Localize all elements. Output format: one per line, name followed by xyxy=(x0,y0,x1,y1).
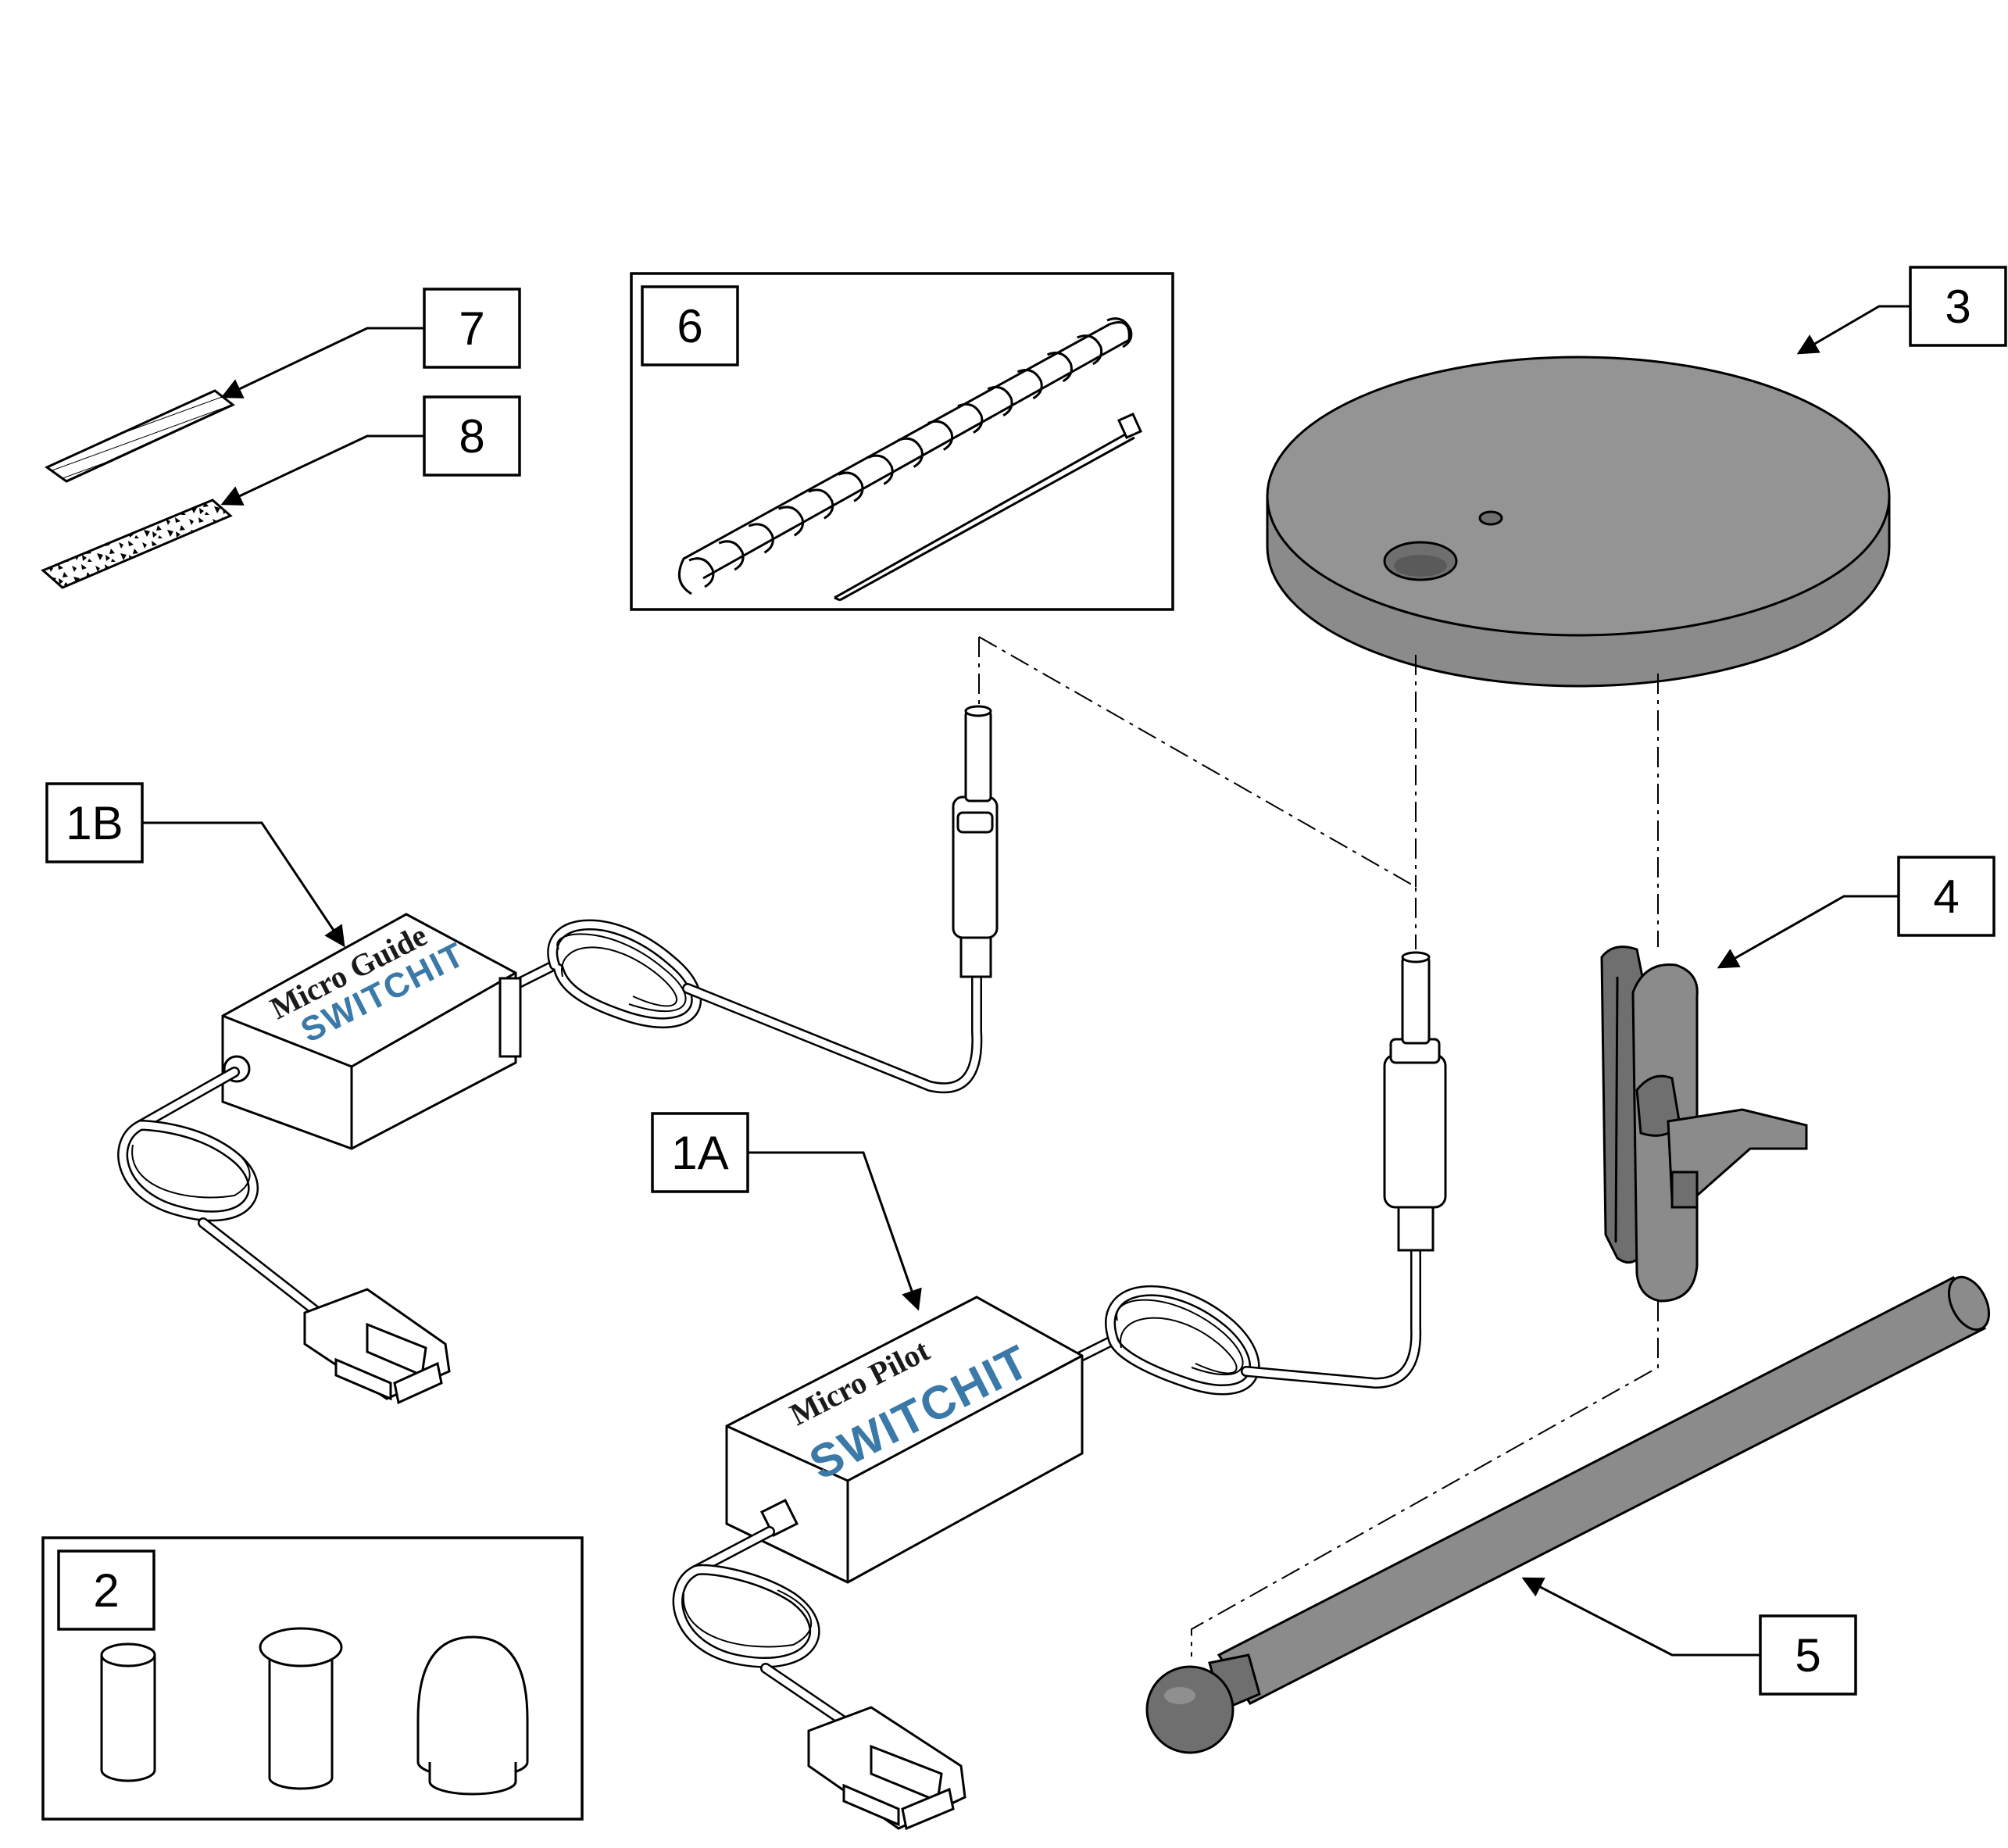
spiral-coil xyxy=(778,506,805,537)
connector-1b xyxy=(952,705,999,978)
part-6-frame xyxy=(630,272,1174,611)
spiral-coil xyxy=(1047,352,1073,383)
spiral-coil xyxy=(927,420,954,451)
part-8-speckled-strip xyxy=(41,499,233,589)
part-2-group: 2 xyxy=(41,1536,584,1821)
spiral-coil xyxy=(987,385,1013,417)
spiral-coil xyxy=(897,437,924,468)
callout-1b: 1B xyxy=(45,782,345,948)
spiral-coil xyxy=(1106,317,1133,349)
spiral-wrap xyxy=(677,317,1133,595)
spiral-coil xyxy=(838,471,864,502)
spiral-coil xyxy=(748,523,774,554)
callout-8: 8 xyxy=(220,395,521,506)
callout-4: 4 xyxy=(1717,856,1995,969)
spiral-coil xyxy=(688,557,715,588)
part-1b-micro-guide: Micro Guide SWITCHIT xyxy=(117,705,999,1405)
assembly-centerlines xyxy=(978,636,1659,1657)
spiral-coil xyxy=(1077,334,1103,366)
spiral-coil xyxy=(808,488,834,520)
callout-1b-label: 1B xyxy=(66,797,123,849)
spiral-coil xyxy=(1017,369,1043,400)
coil-1a-bottom xyxy=(672,1564,820,1668)
callout-6-label: 6 xyxy=(677,300,702,352)
callout-3-label: 3 xyxy=(1945,281,1970,333)
connector-1a xyxy=(1383,951,1447,1252)
db9-connector-1b xyxy=(303,1288,451,1405)
callout-5-label: 5 xyxy=(1795,1629,1820,1682)
spiral-coil xyxy=(957,402,984,434)
dome-cap xyxy=(416,1635,529,1796)
cable-tie xyxy=(834,413,1142,602)
coil-1a-top xyxy=(1105,1285,1260,1396)
spiral-coil xyxy=(867,454,894,485)
callout-1a: 1A xyxy=(651,1112,922,1311)
callout-5: 5 xyxy=(1521,1577,1857,1696)
part-3-plate xyxy=(1266,356,1891,688)
flanged-cap xyxy=(259,1627,343,1790)
spiral-coil xyxy=(718,540,745,571)
callout-1a-label: 1A xyxy=(671,1127,728,1179)
part-6-group: 6 xyxy=(630,272,1174,611)
callout-2-label: 2 xyxy=(93,1564,119,1617)
micro-guide-box: Micro Guide SWITCHIT xyxy=(221,913,522,1150)
cylinder-cap xyxy=(100,1642,156,1782)
coil-1b-top xyxy=(547,919,702,1028)
callout-7: 7 xyxy=(220,288,521,399)
micro-pilot-box: Micro Pilot SWITCHIT xyxy=(725,1296,1084,1584)
callout-8-label: 8 xyxy=(459,410,484,463)
part-5-ball-rod xyxy=(1145,1275,1991,1754)
callout-4-label: 4 xyxy=(1933,870,1959,923)
coil-1b-bottom xyxy=(117,1120,259,1222)
db9-connector-1a xyxy=(807,1706,966,1831)
part-4-clamp-arm xyxy=(1600,945,1808,1303)
callout-7-label: 7 xyxy=(459,302,484,355)
callout-3: 3 xyxy=(1796,266,2007,355)
part-1a-micro-pilot: Micro Pilot SWITCHIT xyxy=(672,951,1447,1831)
part-2-frame xyxy=(41,1536,584,1821)
part-7-striped-strip xyxy=(45,389,235,483)
